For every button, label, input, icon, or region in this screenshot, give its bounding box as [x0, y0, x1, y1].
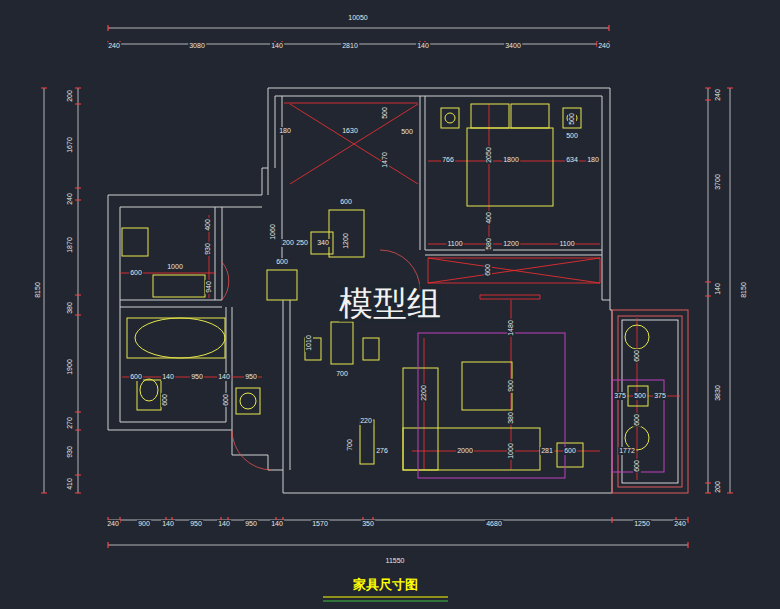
dimension-value: 930: [66, 445, 74, 459]
dimension-value: 2050: [485, 146, 493, 164]
dimension-value: 140: [161, 373, 175, 381]
dimension-value: 240: [597, 42, 611, 50]
dimension-value: 270: [66, 416, 74, 430]
dimension-value: 766: [441, 156, 455, 164]
dimension-value: 240: [106, 520, 120, 528]
dimension-value: 1250: [633, 520, 651, 528]
dimension-value: 240: [673, 520, 687, 528]
dimension-value: 140: [270, 520, 284, 528]
dimension-value: 400: [485, 211, 493, 225]
dimension-value: 500: [568, 112, 576, 126]
dimension-value: 140: [714, 282, 722, 296]
dimension-value: 1200: [502, 240, 520, 248]
dimension-value: 700: [335, 370, 349, 378]
dimension-value: 1100: [558, 240, 575, 248]
dimension-value: 700: [346, 438, 354, 452]
dimension-value: 1800: [502, 156, 520, 164]
dimension-value: 1870: [66, 236, 74, 254]
dimension-value: 140: [416, 42, 430, 50]
dimension-value: 1200: [342, 232, 350, 250]
dimension-value: 600: [563, 447, 577, 455]
watermark: 模型组: [339, 284, 441, 322]
dimension-value: 1100: [446, 240, 463, 248]
dimension-value: 600: [222, 393, 230, 407]
dimension-value: 350: [361, 520, 375, 528]
dimension-value: 634: [565, 156, 579, 164]
dimension-value: 375: [653, 392, 667, 400]
dimension-value: 1772: [618, 447, 636, 455]
dimension-value: 380: [507, 411, 515, 425]
dimension-value: 281: [540, 447, 554, 455]
dimension-value: 200: [714, 480, 722, 494]
dimension-value: 500: [633, 392, 647, 400]
dimension-value: 140: [161, 520, 175, 528]
dimension-value: 950: [189, 520, 203, 528]
dimension-value: 240: [714, 88, 722, 102]
dimension-value: 2200: [420, 384, 428, 402]
dimension-value: 500: [381, 106, 389, 120]
dimension-value: 900: [507, 379, 515, 393]
dimension-value: 940: [205, 280, 213, 294]
dimension-value: 500: [565, 132, 579, 140]
dimension-value: 1010: [305, 334, 313, 352]
dimension-value: 950: [244, 373, 258, 381]
dimension-value: 400: [204, 218, 212, 232]
dimension-value: 500: [400, 128, 414, 136]
dimension-value: 4680: [485, 520, 503, 528]
dimension-value: 340: [316, 239, 330, 247]
dimension-value: 200: [281, 239, 295, 247]
dimension-value: 140: [217, 373, 231, 381]
dimension-value: 1060: [269, 223, 277, 241]
dimension-value: 3700: [714, 173, 722, 191]
dimension-value: 2000: [456, 447, 474, 455]
dimension-value: 180: [586, 156, 600, 164]
dimension-value: 140: [217, 520, 231, 528]
dimension-value: 600: [129, 269, 143, 277]
dimension-value: 950: [190, 373, 204, 381]
dimension-value: 1480: [507, 319, 515, 337]
dimension-value: 600: [633, 349, 641, 363]
dimension-value: 900: [137, 520, 151, 528]
dimension-value: 1570: [311, 520, 329, 528]
dimension-value: 140: [270, 42, 284, 50]
dimension-value: 580: [485, 237, 493, 251]
dimension-value: 600: [633, 413, 641, 427]
dimension-value: 180: [278, 127, 292, 135]
dimension-value: 240: [66, 192, 74, 206]
dimension-value: 375: [613, 392, 627, 400]
dimension-value: 1670: [66, 136, 74, 154]
dimension-value: 950: [244, 520, 258, 528]
dimension-value: 1900: [66, 358, 74, 376]
dimension-value: 600: [484, 263, 492, 277]
dimension-value: 1000: [507, 442, 515, 460]
dimension-value: 930: [204, 242, 212, 256]
dimension-value: 600: [339, 198, 353, 206]
dimension-value: 1630: [341, 127, 359, 135]
dimension-value: 1000: [166, 263, 184, 271]
dimension-value: 8150: [740, 281, 748, 299]
dimension-value: 3080: [188, 42, 206, 50]
dimension-value: 600: [633, 459, 641, 473]
dimension-value: 11550: [385, 557, 406, 565]
dimension-value: 3400: [504, 42, 522, 50]
dimension-value: 200: [66, 89, 74, 103]
dimension-value: 10050: [347, 14, 368, 22]
dimension-value: 600: [161, 393, 169, 407]
dimension-value: 380: [66, 301, 74, 315]
dimension-value: 240: [107, 42, 121, 50]
dimension-value: 220: [359, 417, 373, 425]
dimension-value: 600: [129, 373, 143, 381]
drawing-caption: 家具尺寸图: [353, 577, 418, 593]
dimension-value: 410: [66, 477, 74, 491]
dimension-value: 276: [375, 447, 389, 455]
dimension-value: 1470: [381, 151, 389, 169]
dimension-value: 3830: [714, 384, 722, 402]
dimension-value: 8150: [34, 281, 42, 299]
dimension-value: 600: [275, 258, 289, 266]
dimension-value: 250: [295, 239, 309, 247]
dimension-value: 2810: [341, 42, 359, 50]
